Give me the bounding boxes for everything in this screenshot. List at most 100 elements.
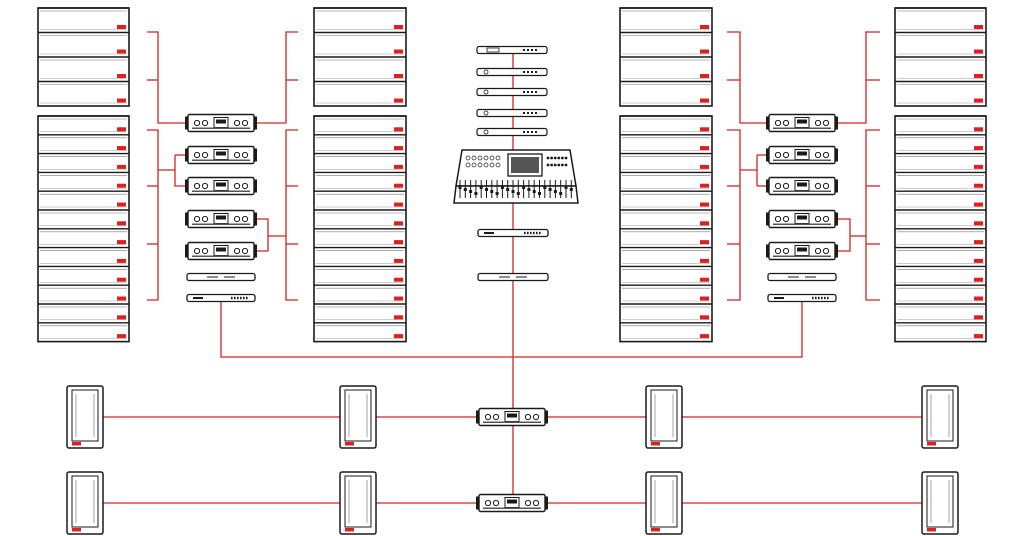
display-screen (216, 247, 226, 252)
button-icon (531, 71, 533, 73)
button-icon (535, 71, 537, 73)
rack-ear-right (835, 179, 838, 193)
knob-icon (550, 156, 553, 160)
cabinet-logo-badge (117, 296, 126, 301)
center-network-unit (477, 272, 549, 282)
line-array-cabinet (895, 284, 986, 302)
cabinet-logo-badge (974, 315, 983, 320)
line-array-cabinet (620, 115, 712, 133)
vent-strip (483, 507, 541, 509)
knob-icon (193, 119, 201, 127)
line-array-cabinet (620, 209, 712, 227)
cabinet-logo-badge (700, 334, 709, 339)
line-array-cabinet (38, 303, 129, 321)
line-array-cabinet (314, 322, 406, 339)
line-array-cabinet (314, 303, 406, 321)
line-array-cabinet (620, 322, 712, 339)
button-icon (527, 91, 529, 93)
fader-cap (463, 188, 467, 191)
cabinet-logo-badge (394, 240, 403, 245)
fader-cap (479, 186, 483, 189)
outboard-display (486, 47, 500, 53)
monitor-logo-badge (927, 442, 936, 446)
knob-icon (822, 119, 830, 127)
port-icon (821, 296, 823, 300)
knob-icon (782, 151, 790, 159)
line-array-cabinet (314, 7, 406, 30)
line-array-cabinet (620, 80, 712, 104)
knob-icon (564, 163, 568, 167)
fader-cap (516, 192, 520, 195)
cabinet-logo-badge (700, 315, 709, 320)
knob-icon (465, 155, 471, 161)
cabinet-logo-badge (117, 240, 126, 245)
cabinet-logo-badge (700, 127, 709, 132)
line-array-cabinet (620, 265, 712, 283)
fader-cap (553, 190, 557, 193)
rack-network-switch (767, 293, 837, 303)
knob-icon (193, 182, 201, 190)
knob-icon (532, 413, 540, 421)
rack-network-switch (186, 293, 256, 303)
line-array-cabinet (314, 134, 406, 151)
rack-network-switch-chassis (186, 293, 256, 303)
rack-amplifier (185, 113, 257, 133)
knob-icon (201, 215, 209, 223)
rack-processor (186, 272, 256, 282)
line-array-cabinet (314, 152, 406, 170)
cabinet-logo-badge (117, 277, 126, 282)
line-array-cabinet (620, 284, 712, 302)
outboard-unit (476, 108, 548, 118)
status-leds (484, 232, 494, 234)
center-processor (477, 228, 549, 238)
rack-processor-chassis (186, 272, 256, 282)
rack-ear-left (766, 148, 769, 162)
outboard-unit (476, 87, 548, 97)
status-leds (193, 297, 203, 299)
line-array-cabinet (620, 303, 712, 321)
knob-icon (553, 163, 557, 167)
outboard-unit (476, 127, 548, 137)
button-icon (523, 71, 525, 73)
rack-processor (767, 272, 837, 282)
button-icon (527, 131, 529, 133)
cabinet-logo-badge (974, 334, 983, 339)
knob-icon (193, 215, 201, 223)
line-array-cabinet (38, 265, 129, 283)
rack-ear-right (545, 410, 548, 424)
line-array-cabinet (895, 265, 986, 283)
knob-icon (233, 247, 241, 255)
button-icon (527, 112, 529, 114)
display-screen (797, 182, 807, 187)
monitor-grille (650, 475, 678, 528)
button-icon (531, 131, 533, 133)
knob-icon (822, 247, 830, 255)
upper-hang (313, 7, 407, 107)
cable-network-loop (220, 302, 803, 358)
cable-amp1-outer-upper-right (835, 31, 880, 124)
monitor-grille (344, 389, 372, 442)
fader-cap (559, 192, 563, 195)
line-array-cabinet (895, 190, 986, 208)
button-icon (523, 49, 525, 51)
knob-icon (233, 215, 241, 223)
cabinet-logo-badge (117, 221, 126, 226)
monitor-logo-badge (651, 442, 660, 446)
knob-icon (553, 156, 557, 160)
line-array-cabinet (38, 80, 129, 104)
display-screen (216, 119, 226, 124)
knob-icon (489, 162, 495, 168)
rack-ear-left (766, 244, 769, 258)
port-icon (234, 296, 236, 300)
cabinet-logo-badge (117, 127, 126, 132)
knob-icon (561, 156, 564, 160)
rack-ear-left (185, 116, 188, 130)
cabinet-logo-badge (974, 74, 983, 78)
rack-ear-right (835, 244, 838, 258)
monitor-grille (926, 475, 954, 528)
fader-cap (564, 186, 568, 189)
amp-rack-right (766, 113, 838, 303)
knob-icon (201, 119, 209, 127)
